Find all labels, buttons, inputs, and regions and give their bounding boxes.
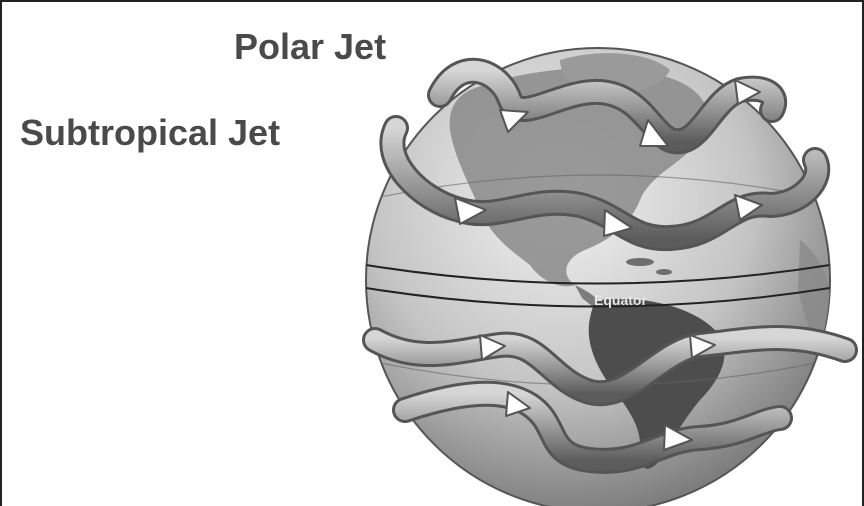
equator-label: Equator: [594, 292, 647, 308]
caribbean-island: [656, 269, 672, 275]
caribbean-island: [626, 258, 654, 266]
polar-jet-label: Polar Jet: [234, 26, 386, 68]
subtropical-jet-label: Subtropical Jet: [20, 112, 280, 154]
